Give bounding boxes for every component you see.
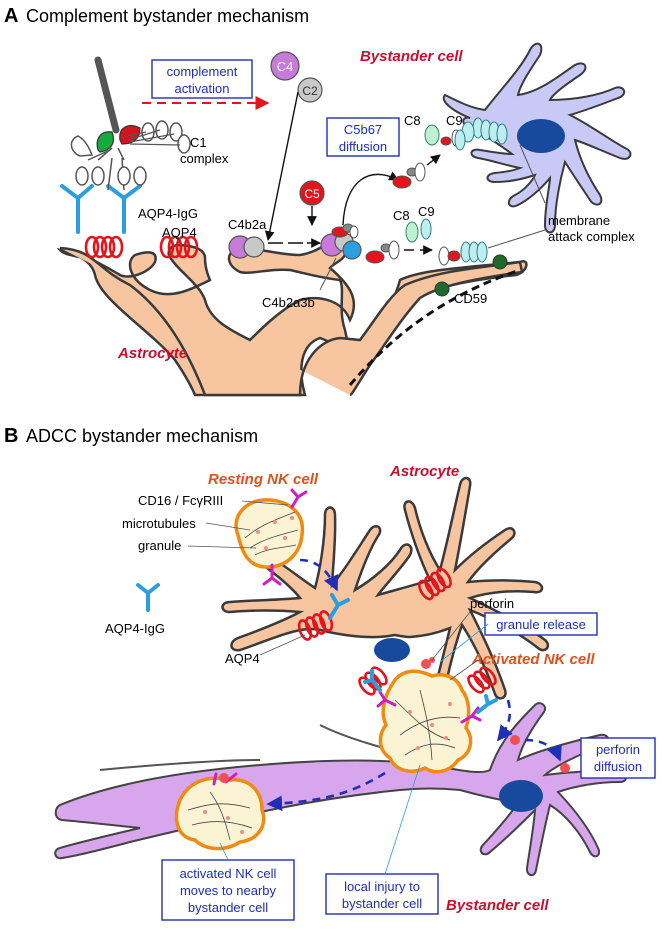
c5b67-diffusion-box: C5b67 diffusion <box>326 117 400 157</box>
c9-label-a: C9 <box>446 113 463 128</box>
c9-molecule-a <box>454 129 466 151</box>
panel-a-letter: A <box>4 5 18 27</box>
mac-label-line2: attack complex <box>548 229 635 244</box>
local-injury-leader <box>384 764 421 875</box>
perforin-arrow-2 <box>524 738 562 762</box>
perforin-leader <box>431 611 471 661</box>
cd16-label: CD16 / FcγRIII <box>138 493 223 508</box>
aqp4-igg-bound-icon <box>328 593 350 620</box>
microtubules-label: microtubules <box>122 516 196 531</box>
c5b67-line1: C5b67 <box>344 122 382 137</box>
aqp4-a-1 <box>84 235 124 259</box>
cd59-label: CD59 <box>454 291 487 306</box>
c5b67-attached <box>392 162 426 189</box>
c2-label: C2 <box>302 84 318 98</box>
c5-label: C5 <box>304 187 320 201</box>
complement-activation-box: complement activation <box>151 59 253 99</box>
c4b2a-molecule <box>228 235 265 259</box>
panel-b-title: ADCC bystander mechanism <box>26 426 258 446</box>
panel-a-title: Complement bystander mechanism <box>26 6 309 26</box>
c4-arrow <box>264 91 299 241</box>
aqp4-leader <box>259 634 306 656</box>
granule-label: granule <box>138 538 181 553</box>
c4-label: C4 <box>277 59 294 74</box>
bystander-cell-a-shape <box>442 42 632 234</box>
perforin-dot-1 <box>510 735 520 745</box>
complement-activation-line2: activation <box>175 81 230 96</box>
nk-moves-line1: activated NK cell <box>180 866 277 881</box>
c1-label-line2: complex <box>180 151 229 166</box>
astrocyte-label-b: Astrocyte <box>389 463 459 480</box>
c9-label-b: C9 <box>418 204 435 219</box>
nk-moves-leader <box>219 842 229 861</box>
c1-complex-shape <box>70 56 191 191</box>
aqp4-b-3 <box>358 666 388 696</box>
lower-cascade <box>365 218 508 297</box>
aqp4-b-4 <box>467 666 497 694</box>
mac-label-line1: membrane <box>548 213 610 228</box>
c1-label-line1: C1 <box>190 135 207 150</box>
aqp4-label-b: AQP4 <box>225 651 260 666</box>
mac-leaders <box>487 144 546 249</box>
perforin-diffusion-box: perforin diffusion <box>580 737 656 779</box>
granule-release-leader <box>439 623 489 663</box>
perforin-arrow-1 <box>496 699 513 742</box>
c4b2a3b-molecule <box>320 223 362 260</box>
c2-molecule: C2 <box>297 77 323 103</box>
resting-nk-cell <box>234 488 308 586</box>
aqp4-igg-a <box>60 184 142 234</box>
granule-release-text: granule release <box>496 617 586 632</box>
local-injury-line1: local injury to <box>344 879 420 894</box>
nk-moves-arrow <box>266 771 386 812</box>
aqp4-igg-free-icon <box>136 583 160 612</box>
aqp4-igg-label-a: AQP4-IgG <box>138 206 198 221</box>
c8-molecule-a <box>424 124 440 146</box>
nk-moves-line2: moves to nearby <box>180 883 277 898</box>
bystander-label-a: Bystander cell <box>360 48 463 65</box>
resting-nk-arrow <box>299 558 339 592</box>
aqp4-label-a: AQP4 <box>162 225 197 240</box>
mac-arrow-a <box>426 154 441 166</box>
moved-nk-cell <box>174 772 266 851</box>
nk-moves-line3: bystander cell <box>188 900 268 915</box>
astrocyte-label-a: Astrocyte <box>117 345 187 362</box>
bystander-left-process <box>99 759 261 771</box>
activated-nk-label: Activated NK cell <box>471 651 595 668</box>
perforin-dot-2 <box>560 763 570 773</box>
nk-moves-box: activated NK cell moves to nearby bystan… <box>161 859 295 921</box>
astrocyte-dashed-membrane <box>348 268 521 386</box>
complement-activation-line1: complement <box>167 64 238 79</box>
perforin-label: perforin <box>470 596 514 611</box>
c5b67-line2: diffusion <box>339 139 387 154</box>
perforin-diffusion-line2: diffusion <box>594 759 642 774</box>
bystander-label-b: Bystander cell <box>446 897 549 914</box>
granule-release-box: granule release <box>484 612 598 636</box>
c4b2a-label: C4b2a <box>228 217 267 232</box>
astrocyte-b-shape <box>221 476 550 700</box>
c8-label-b: C8 <box>393 208 410 223</box>
local-injury-box: local injury to bystander cell <box>325 873 439 915</box>
bystander-cell-b-shape <box>54 702 627 876</box>
c5b67-curved-arrow <box>342 171 399 226</box>
activated-nk-cell <box>363 657 498 774</box>
c4b2a3b-leader <box>319 257 337 291</box>
aqp4-b-2 <box>418 567 452 601</box>
resting-nk-label: Resting NK cell <box>208 471 319 488</box>
panel-b-letter: B <box>4 425 18 447</box>
c5-molecule: C5 <box>299 180 325 206</box>
c4-molecule: C4 <box>270 51 300 81</box>
nk-part-leaders <box>187 500 289 549</box>
aqp4-a-2 <box>159 235 199 259</box>
local-injury-line2: bystander cell <box>342 896 422 911</box>
perforin-diffusion-line1: perforin <box>596 742 640 757</box>
aqp4-igg-label-b: AQP4-IgG <box>105 621 165 636</box>
astrocyte-a-shape <box>56 238 528 397</box>
c4b2a3b-label: C4b2a3b <box>262 295 315 310</box>
activated-nk-leader <box>449 659 479 681</box>
c8-label-a: C8 <box>404 113 421 128</box>
